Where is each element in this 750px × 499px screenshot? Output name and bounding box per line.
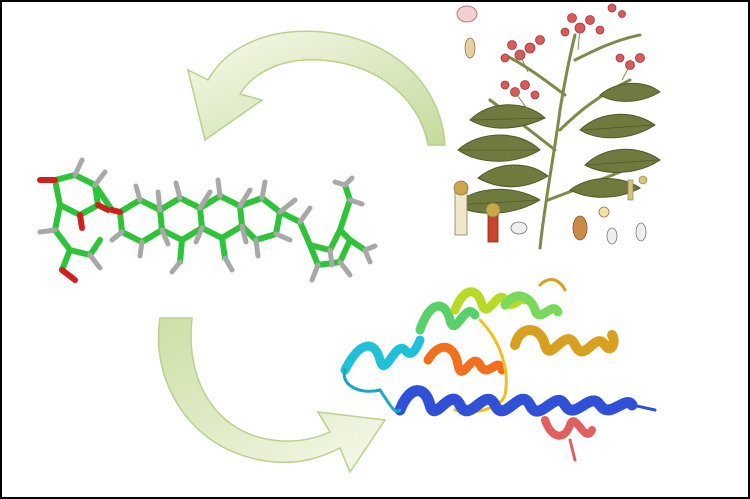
plant-illustration: [454, 4, 660, 248]
molecule-to-protein-arrow: [158, 318, 385, 472]
protein-structure: [344, 280, 655, 460]
molecule-structure: [40, 160, 375, 280]
plant-to-molecule-arrow: [188, 31, 445, 145]
